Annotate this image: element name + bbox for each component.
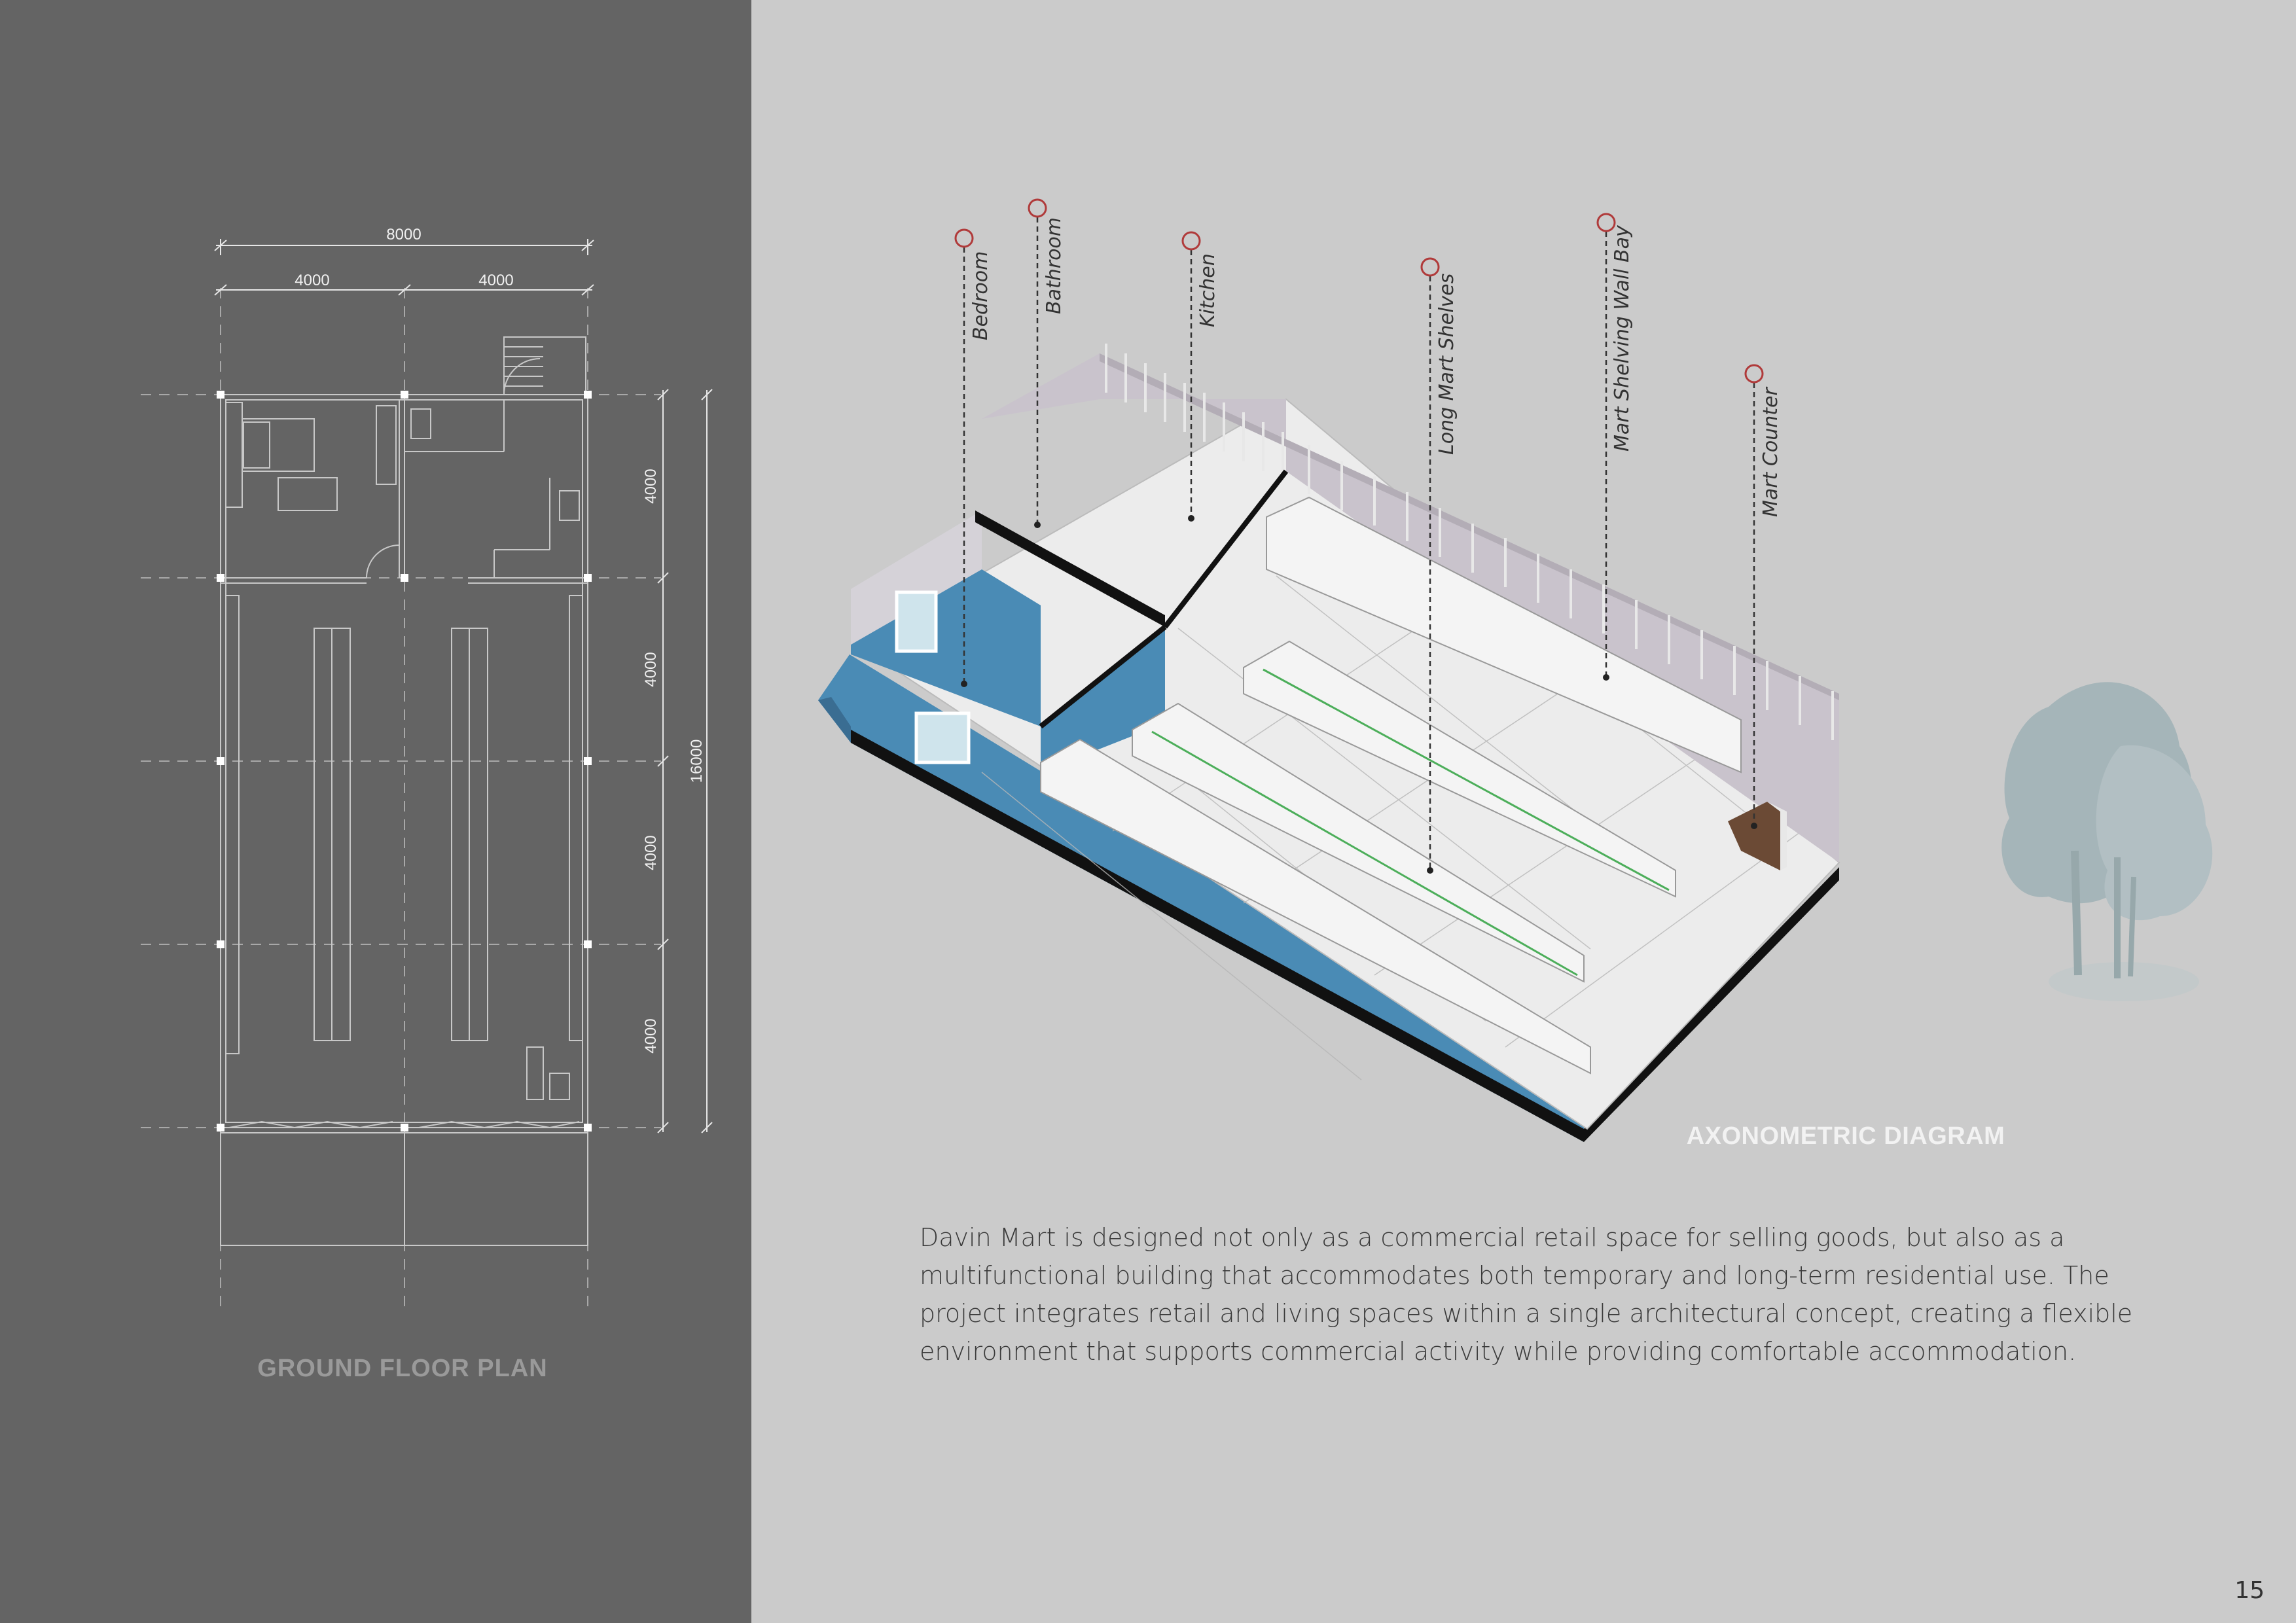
left-panel: [0, 0, 751, 1623]
page-number: 15: [2234, 1577, 2265, 1604]
dim-row-4: 4000: [642, 1018, 660, 1053]
ground-floor-plan: 8000 4000 4000 16000 4000 4000 4000 4000: [141, 226, 713, 1309]
dim-row-2: 4000: [642, 652, 660, 687]
dim-bay-left: 4000: [295, 272, 329, 289]
dim-total-length: 16000: [688, 740, 706, 783]
plan-dimension-lines: [214, 239, 713, 1133]
dim-row-3: 4000: [642, 835, 660, 870]
right-panel: [751, 0, 2296, 1623]
ground-floor-plan-title: GROUND FLOOR PLAN: [257, 1355, 548, 1382]
dim-bay-right: 4000: [478, 272, 513, 289]
dim-total-width: 8000: [386, 226, 421, 243]
dim-row-1: 4000: [642, 469, 660, 503]
axonometric-diagram-title: AXONOMETRIC DIAGRAM: [1686, 1122, 2005, 1150]
project-description: Davin Mart is designed not only as a com…: [920, 1223, 2133, 1366]
plan-columns: [217, 391, 592, 1132]
